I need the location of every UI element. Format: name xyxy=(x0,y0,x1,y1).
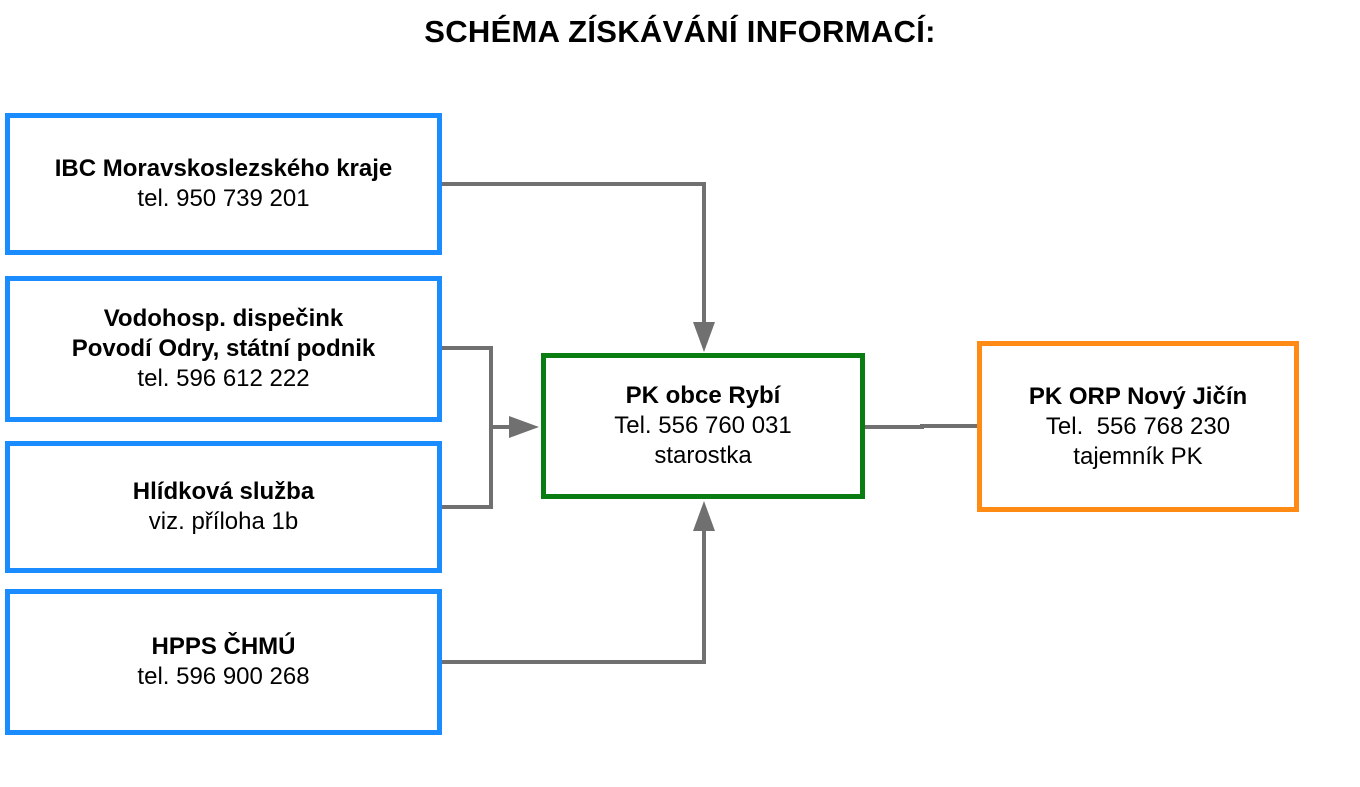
connector-vodohosp-to-merge xyxy=(442,346,493,427)
node-ibc: IBC Moravskoslezského kraje tel. 950 739… xyxy=(5,113,442,255)
node-hlidkova-note: viz. příloha 1b xyxy=(148,508,299,535)
node-ibc-phone: tel. 950 739 201 xyxy=(137,185,310,212)
connector-ibc-to-pk xyxy=(442,182,706,326)
connector-hlidkova-to-merge xyxy=(442,427,493,509)
node-hpps: HPPS ČHMÚ tel. 596 900 268 xyxy=(5,589,442,735)
node-vodohosp: Vodohosp. dispečink Povodí Odry, státní … xyxy=(5,276,442,422)
arrowhead-right xyxy=(509,416,539,438)
node-pk-obce-role: starostka xyxy=(654,442,752,469)
arrowhead-up xyxy=(693,501,715,531)
node-hpps-phone: tel. 596 900 268 xyxy=(137,663,310,690)
node-pk-obce-name: PK obce Rybí xyxy=(625,382,781,409)
connector-hpps-to-pk xyxy=(442,527,706,664)
node-pk-orp: PK ORP Nový Jičín Tel. 556 768 230 tajem… xyxy=(977,341,1299,512)
node-vodohosp-name-line2: Povodí Odry, státní podnik xyxy=(71,335,376,362)
node-pk-obce-phone: Tel. 556 760 031 xyxy=(614,412,792,439)
node-pk-orp-name: PK ORP Nový Jičín xyxy=(1028,382,1248,410)
diagram-title: SCHÉMA ZÍSKÁVÁNÍ INFORMACÍ: xyxy=(424,14,936,49)
node-pk-obce: PK obce Rybí Tel. 556 760 031 starostka xyxy=(541,353,865,499)
node-vodohosp-name-line1: Vodohosp. dispečink xyxy=(103,305,344,332)
node-ibc-name: IBC Moravskoslezského kraje xyxy=(54,155,393,182)
node-hpps-name: HPPS ČHMÚ xyxy=(151,633,296,660)
node-vodohosp-phone: tel. 596 612 222 xyxy=(137,365,310,392)
node-pk-orp-phone: Tel. 556 768 230 xyxy=(1045,412,1231,440)
node-hlidkova: Hlídková služba viz. příloha 1b xyxy=(5,441,442,573)
connector-pk-to-orp xyxy=(865,424,977,429)
arrowhead-down xyxy=(693,322,715,352)
node-pk-orp-role: tajemník PK xyxy=(1073,442,1203,470)
node-hlidkova-name: Hlídková služba xyxy=(132,478,315,505)
